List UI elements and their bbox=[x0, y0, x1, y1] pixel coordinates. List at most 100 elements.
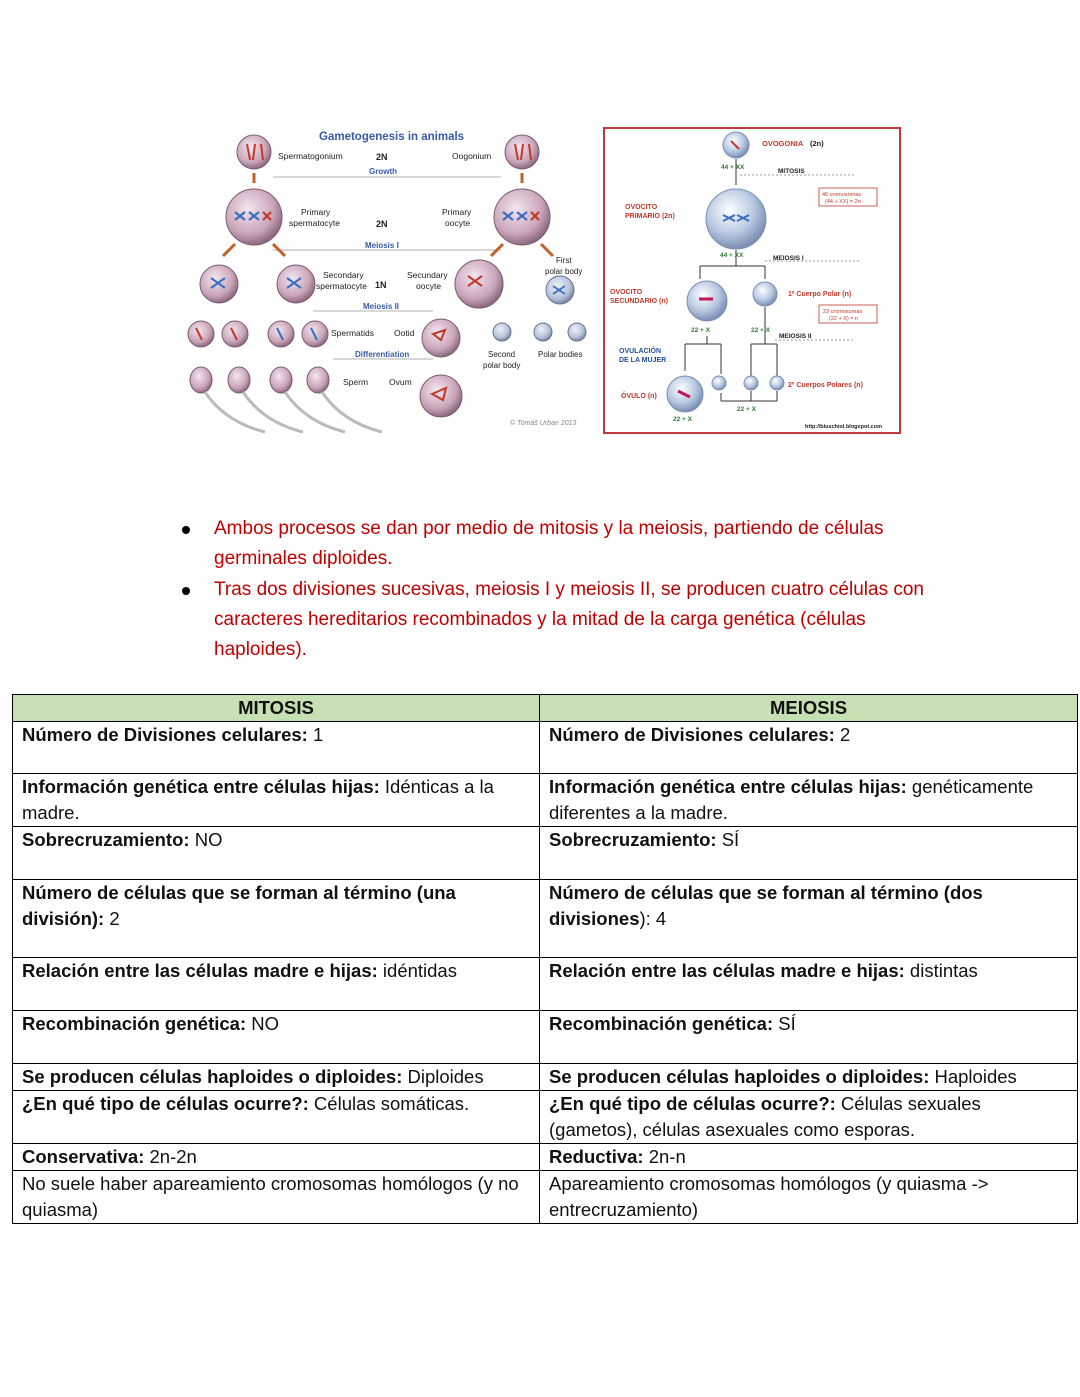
label-ovogonia-n: (2n) bbox=[810, 139, 824, 148]
gametogenesis-figure: Gametogenesis in animals Spermatogonium … bbox=[183, 126, 593, 436]
label-2-cuerpos-polares: 2º Cuerpos Polares (n) bbox=[788, 382, 863, 389]
ovocito-secundario-cell bbox=[686, 280, 728, 322]
label-spermatids: Spermatids bbox=[331, 328, 374, 338]
table-cell: No suele haber apareamiento cromosomas h… bbox=[12, 1170, 540, 1224]
table-cell: Relación entre las células madre e hijas… bbox=[12, 957, 540, 1011]
table-cell: Número de Divisiones celulares: 1 bbox=[12, 721, 540, 774]
spermatogonium-cell bbox=[236, 134, 272, 170]
table-cell: ¿En qué tipo de células ocurre?: Células… bbox=[12, 1090, 540, 1144]
label-22x-b: 22 + X bbox=[751, 327, 771, 334]
table-cell: Recombinación genética: NO bbox=[12, 1010, 540, 1064]
label-ovulacion: OVULACIÓN bbox=[619, 346, 661, 355]
secondary-spermatocyte-cells bbox=[199, 264, 316, 304]
label-ovocito-secundario: OVOCITO bbox=[610, 289, 643, 296]
bullet-item: Tras dos divisiones sucesivas, meiosis I… bbox=[178, 575, 958, 665]
table-cell: Se producen células haploides o diploide… bbox=[539, 1063, 1078, 1091]
label-sperm: Sperm bbox=[343, 377, 368, 387]
table-cell: Conservativa: 2n-2n bbox=[12, 1143, 540, 1171]
label-url: http://biuschiol.blogspot.com bbox=[805, 424, 882, 430]
oogonium-cell bbox=[504, 134, 540, 170]
figure-title: Gametogenesis in animals bbox=[319, 131, 464, 143]
table-cell: Número de células que se forman al térmi… bbox=[12, 879, 540, 958]
ootid-cell bbox=[421, 318, 461, 358]
table-row: Relación entre las células madre e hijas… bbox=[12, 957, 1078, 1011]
label-meiosis-i: MEIOSIS I bbox=[773, 255, 804, 262]
table-cell: ¿En qué tipo de células ocurre?: Células… bbox=[539, 1090, 1078, 1144]
table-cell: Número de células que se forman al térmi… bbox=[539, 879, 1078, 958]
label-2n-b: 2N bbox=[376, 219, 388, 229]
label-1n: 1N bbox=[375, 280, 387, 290]
comparison-table: MITOSIS MEIOSIS Número de Divisiones cel… bbox=[12, 694, 1078, 1224]
label-ovogonia: OVOGONIA bbox=[762, 139, 804, 148]
primary-oocyte-cell bbox=[493, 188, 551, 246]
table-cell: Información genética entre células hijas… bbox=[12, 773, 540, 827]
label-spermatogonium: Spermatogonium bbox=[278, 151, 343, 161]
label-22x-d: 22 + X bbox=[737, 406, 757, 413]
label-2n: 2N bbox=[376, 152, 388, 162]
figure-credit: © Tomáš Urban 2013 bbox=[510, 419, 576, 427]
label-46-formula: (44 + XX) = 2n bbox=[825, 199, 861, 205]
label-1-cuerpo-polar: 1º Cuerpo Polar (n) bbox=[788, 291, 851, 298]
ovogenesis-figure: OVOGONIA (2n) 44 + XX MITOSIS 46 cromoso… bbox=[603, 127, 901, 434]
figures-row: Gametogenesis in animals Spermatogonium … bbox=[183, 126, 903, 438]
label-23-formula: (22 + X) = n bbox=[829, 316, 858, 322]
polar-body-cells bbox=[492, 322, 587, 342]
table-cell: Reductiva: 2n-n bbox=[539, 1143, 1078, 1171]
label-meiosis2: Meiosis II bbox=[363, 302, 399, 311]
table-cell: Se producen células haploides o diploide… bbox=[12, 1063, 540, 1091]
table-row: No suele haber apareamiento cromosomas h… bbox=[12, 1170, 1078, 1224]
label-ovum: Ovum bbox=[389, 377, 412, 387]
bullet-list: Ambos procesos se dan por medio de mitos… bbox=[178, 514, 958, 666]
bullet-dot bbox=[182, 526, 190, 534]
secondary-oocyte-cell bbox=[454, 259, 504, 309]
table-row: Conservativa: 2n-2n Reductiva: 2n-n bbox=[12, 1143, 1078, 1171]
label-ovulacion-2: DE LA MUJER bbox=[619, 357, 666, 364]
table-header-row: MITOSIS MEIOSIS bbox=[12, 694, 1078, 722]
table-row: Información genética entre células hijas… bbox=[12, 773, 1078, 827]
table-cell: Relación entre las células madre e hijas… bbox=[539, 957, 1078, 1011]
label-oogonium: Oogonium bbox=[452, 151, 491, 161]
header-mitosis: MITOSIS bbox=[12, 694, 540, 722]
label-23-cromosomas: 23 cromosomas bbox=[823, 309, 862, 315]
label-ovocito-secundario-2: SECUNDARIO (n) bbox=[610, 298, 668, 305]
label-polar-bodies: Polar bodies bbox=[538, 350, 582, 359]
label-44xx-b: 44 + XX bbox=[720, 252, 744, 259]
bullet-dot bbox=[182, 587, 190, 595]
label-ootid: Ootid bbox=[394, 328, 415, 338]
label-22x-c: 22 + X bbox=[673, 416, 693, 423]
table-cell: Sobrecruzamiento: SÍ bbox=[539, 826, 1078, 880]
table-cell: Recombinación genética: SÍ bbox=[539, 1010, 1078, 1064]
bullet-text: Ambos procesos se dan por medio de mitos… bbox=[214, 518, 884, 569]
label-growth: Growth bbox=[369, 167, 397, 176]
table-cell: Número de Divisiones celulares: 2 bbox=[539, 721, 1078, 774]
ovocito-primario-cell bbox=[705, 188, 767, 250]
label-meiosis1: Meiosis I bbox=[365, 241, 399, 250]
label-44xx: 44 + XX bbox=[721, 164, 745, 171]
primary-spermatocyte-cell bbox=[225, 188, 283, 246]
bullet-item: Ambos procesos se dan por medio de mitos… bbox=[178, 514, 958, 574]
table-row: Sobrecruzamiento: NO Sobrecruzamiento: S… bbox=[12, 826, 1078, 880]
label-ovulo: ÓVULO (n) bbox=[621, 391, 657, 400]
bullet-text: Tras dos divisiones sucesivas, meiosis I… bbox=[214, 579, 924, 660]
table-row: ¿En qué tipo de células ocurre?: Células… bbox=[12, 1090, 1078, 1144]
spermatid-cells bbox=[187, 320, 329, 348]
table-cell: Apareamiento cromosomas homólogos (y qui… bbox=[539, 1170, 1078, 1224]
ovum-cell bbox=[419, 374, 463, 418]
table-row: Número de células que se forman al térmi… bbox=[12, 879, 1078, 958]
label-ovocito-primario-2: PRIMARIO (2n) bbox=[625, 213, 675, 220]
table-cell: Información genética entre células hijas… bbox=[539, 773, 1078, 827]
table-row: Número de Divisiones celulares: 1 Número… bbox=[12, 721, 1078, 774]
table-row: Se producen células haploides o diploide… bbox=[12, 1063, 1078, 1091]
label-mitosis: MITOSIS bbox=[778, 168, 805, 175]
primer-cuerpo-polar-cell bbox=[752, 281, 778, 307]
ovulo-cell bbox=[666, 375, 704, 413]
label-differentiation: Differentiation bbox=[355, 350, 409, 359]
header-meiosis: MEIOSIS bbox=[539, 694, 1078, 722]
first-polar-body-cell bbox=[545, 275, 575, 305]
